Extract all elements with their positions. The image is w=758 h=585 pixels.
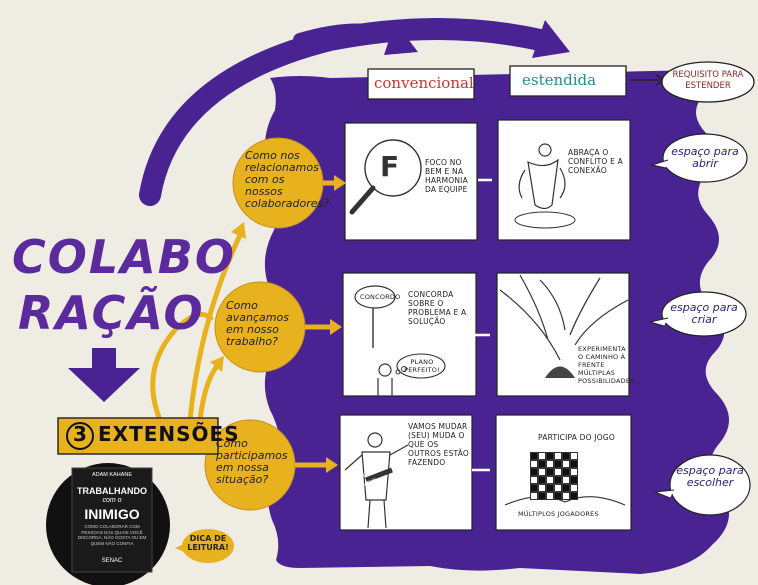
chess-square [562,492,570,500]
panel-6-bottom-text: MÚLTIPLOS JOGADORES [518,510,618,519]
chess-square [554,492,562,500]
chess-square [530,452,538,460]
panel-2-text: ABRAÇA O CONFLITO E A CONEXÃO [568,148,626,175]
chess-square [538,476,546,484]
chess-square [562,468,570,476]
chess-square [554,484,562,492]
chess-square [570,476,578,484]
chess-square [562,452,570,460]
panel-1-text: FOCO NO BEM E NA HARMONIA DA EQUIPE [425,158,475,194]
chess-square [546,484,554,492]
chess-square [546,492,554,500]
column-header-conventional: convencional [374,74,474,92]
chessboard-grid [530,452,586,500]
panel-3-sign: CONCORDO [360,293,400,302]
chess-square [554,460,562,468]
side-bubble-choose: espaço para escolher [675,465,745,489]
chess-square [554,476,562,484]
book-title-3: INIMIGO [74,506,150,522]
book-title-1: TRABALHANDO [74,486,150,496]
chess-square [562,484,570,492]
chess-square [530,484,538,492]
chess-square [546,476,554,484]
chess-square [530,460,538,468]
extensions-number: 3 [73,422,88,446]
panel-3-text: CONCORDA SOBRE O PROBLEMA E A SOLUÇÃO [408,290,474,326]
question-2: Como avançamos em nosso trabalho? [226,300,304,348]
reading-tip: DICA DE LEITURA! [186,534,230,552]
chess-square [546,452,554,460]
book-publisher: SENAC [74,558,150,564]
chess-square [546,460,554,468]
chess-square [570,484,578,492]
chess-square [570,460,578,468]
chess-square [570,452,578,460]
requirement-tag: REQUISITO PARA ESTENDER [668,70,748,92]
panel-3-bubble: PLANO PERFEITO! [404,358,440,374]
panel-2 [498,120,630,240]
question-1: Como nos relacionamos com os nossos cola… [245,150,325,210]
chess-square [538,460,546,468]
chess-square [570,492,578,500]
chess-square [570,468,578,476]
side-bubble-open: espaço para abrir [668,146,742,170]
chess-square [538,452,546,460]
book-title-2: com o [74,497,150,504]
panel-4-text: EXPERIMENTA O CAMINHO À FRENTE MÚLTIPLAS… [578,345,628,385]
panel-1-letter: F [380,150,399,183]
chess-square [554,452,562,460]
book-author: ADAM KAHANE [74,472,150,478]
chess-square [530,492,538,500]
chess-square [554,468,562,476]
chess-square [538,492,546,500]
chess-square [538,484,546,492]
chess-square [530,468,538,476]
question-3: Como participamos em nossa situação? [216,438,296,486]
chess-square [530,476,538,484]
chess-square [562,460,570,468]
chess-square [538,468,546,476]
chess-square [546,468,554,476]
book-subtitle: COMO COLABORAR COM PESSOAS DAS QUAIS VOC… [76,524,148,546]
chess-square [562,476,570,484]
panel-6-top-text: PARTICIPA DO JOGO [538,433,624,442]
title-line-2: RAÇÃO [18,288,205,338]
side-bubble-create: espaço para criar [667,302,741,326]
title-line-1: COLABO [12,232,236,282]
column-header-extended: estendida [522,71,596,89]
panel-5-text: VAMOS MUDAR (SEU) MUDA O QUE OS OUTROS E… [408,422,470,467]
